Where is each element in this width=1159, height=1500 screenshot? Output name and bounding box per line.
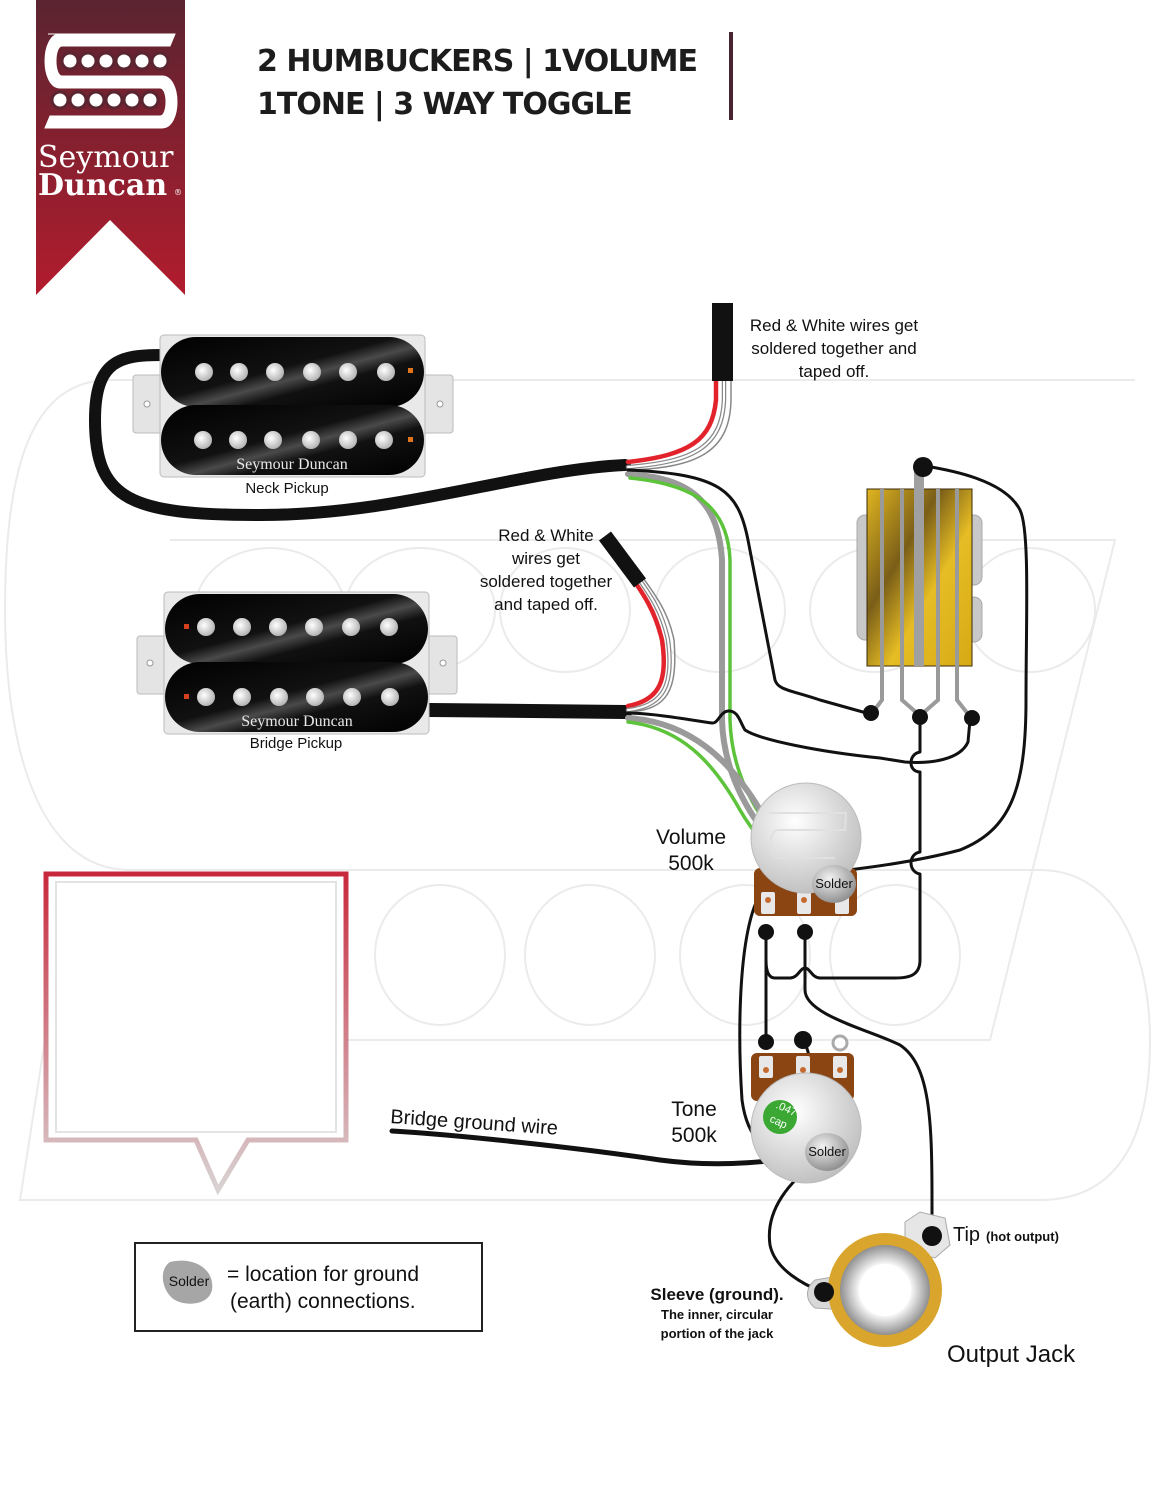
neck-pole-pieces	[194, 363, 395, 449]
bridge-cable	[423, 703, 632, 719]
neck-pickup: Seymour Duncan Neck Pickup	[132, 334, 454, 497]
brand-line1: Seymour	[38, 140, 174, 175]
registered-mark: ®	[174, 188, 182, 197]
title-divider	[729, 32, 733, 120]
s-logo-icon	[44, 33, 178, 129]
svg-text:Red & White wires get: Red & White wires get	[750, 316, 918, 335]
svg-text:soldered together: soldered together	[480, 572, 613, 591]
volume-lug-2	[797, 924, 813, 940]
output-jack	[807, 1211, 951, 1347]
svg-text:Red & White: Red & White	[498, 526, 593, 545]
volume-solder-label: Solder	[815, 876, 853, 891]
solder-legend: Solder = location for ground (earth) con…	[134, 1242, 483, 1332]
toggle-output-lug	[912, 709, 928, 725]
tone-capacitor	[763, 1100, 797, 1134]
tone-solder-label: Solder	[808, 1144, 846, 1159]
tip-note: (hot output)	[986, 1229, 1059, 1244]
tone-pot: .047 cap Solder Tone 500k	[671, 1031, 862, 1184]
volume-pot: Solder Volume 500k	[656, 782, 862, 940]
page-title-line1: 2 HUMBUCKERS | 1VOLUME	[257, 44, 697, 79]
neck-tape-cap	[712, 303, 733, 381]
tone-name: Tone	[671, 1098, 717, 1121]
three-way-toggle	[856, 457, 983, 726]
solder-legend-symbol: Solder	[169, 1273, 210, 1289]
bridge-tape-cap	[598, 531, 647, 588]
brand-line2: Duncan	[38, 168, 167, 203]
background-watermark	[3, 379, 1152, 1201]
svg-text:wires get: wires get	[511, 549, 580, 568]
tone-solder-point	[805, 1133, 849, 1171]
solder-legend-icon	[162, 1260, 213, 1304]
sleeve-note-2: portion of the jack	[661, 1326, 774, 1341]
tip-label: Tip	[953, 1224, 980, 1246]
toggle-neck-lug	[863, 705, 879, 721]
volume-value: 500k	[668, 852, 714, 875]
tone-value: 500k	[671, 1124, 717, 1147]
seymour-duncan-logo: Seymour Duncan ®	[36, 0, 185, 295]
output-jack-title: Output Jack	[947, 1341, 1076, 1368]
jack-tip-terminal	[922, 1226, 942, 1246]
callout-box	[43, 871, 349, 1196]
neck-cable	[89, 349, 631, 521]
svg-text:soldered together and: soldered together and	[751, 339, 916, 358]
bridge-pole-pieces	[197, 618, 399, 706]
tone-lug-1	[758, 1034, 774, 1050]
page-title-line2: 1TONE | 3 WAY TOGGLE	[257, 87, 632, 122]
bridge-pickup: Seymour Duncan Bridge Pickup	[136, 591, 458, 752]
svg-text:and taped off.: and taped off.	[494, 595, 598, 614]
bridge-pickup-label: Bridge Pickup	[250, 735, 343, 752]
neck-pickup-brand: Seymour Duncan	[236, 456, 348, 473]
volume-solder-point	[812, 865, 856, 903]
bridge-pickup-brand: Seymour Duncan	[241, 713, 353, 730]
neck-pickup-label: Neck Pickup	[245, 480, 328, 497]
sleeve-label: Sleeve (ground).	[650, 1285, 783, 1304]
jack-sleeve-terminal	[814, 1282, 834, 1302]
legend-line1: = location for ground	[227, 1263, 419, 1286]
toggle-ground-terminal	[913, 457, 933, 477]
legend-line2: (earth) connections.	[230, 1290, 416, 1313]
volume-name: Volume	[656, 826, 726, 849]
svg-text:taped off.: taped off.	[799, 362, 870, 381]
bridge-taped-note: Red & White wires get soldered together …	[480, 526, 613, 614]
tone-lug-3-unused	[831, 1034, 849, 1052]
toggle-bridge-lug	[964, 710, 980, 726]
neck-taped-note: Red & White wires get soldered together …	[750, 316, 918, 381]
volume-lug-1	[758, 924, 774, 940]
sleeve-note-1: The inner, circular	[661, 1307, 773, 1322]
tone-lug-2	[794, 1031, 812, 1049]
